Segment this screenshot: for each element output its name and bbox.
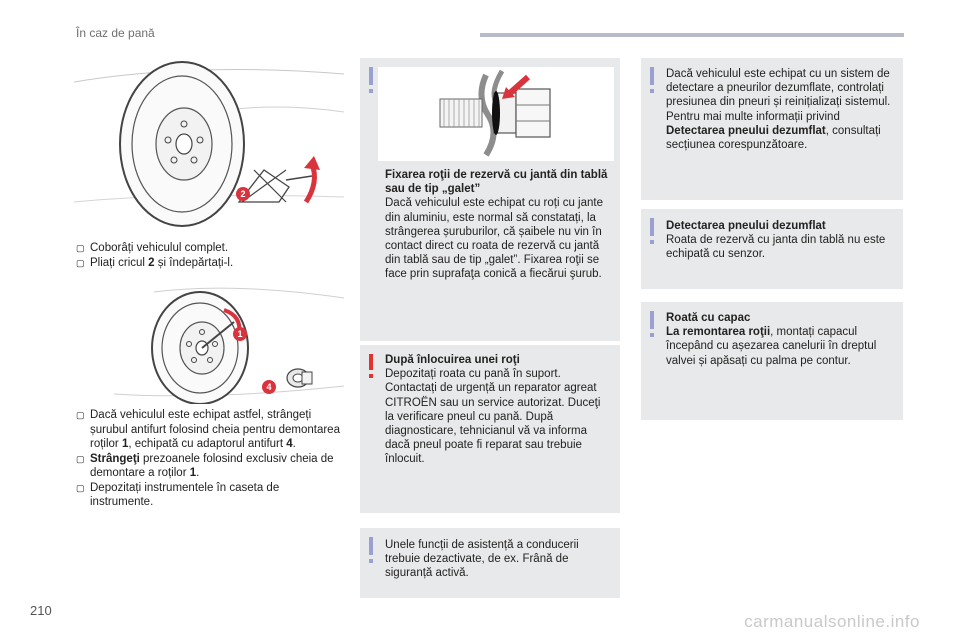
tighten-bolts-instructions: ▢ Dacă vehiculul este echipat astfel, str… <box>76 408 340 510</box>
bullet-icon: ▢ <box>76 482 85 493</box>
detect-system-text-part: Detectarea pneului dezumflat <box>666 124 826 137</box>
driving-assist-info-box: Unele funcții de asistență a conducerii … <box>360 528 620 598</box>
instruction-text: 4 <box>286 438 293 450</box>
after-wheel-change-warning-box: După înlocuirea unei roţi Depozitați roa… <box>360 345 620 513</box>
cap-box-body: La remontarea roţii, montați capacul înc… <box>666 325 893 368</box>
info-marker-icon <box>650 311 654 337</box>
instruction-text: Coborâți vehiculul complet. <box>90 242 229 254</box>
fixing-spare-wheel-box: Fixarea roţii de rezervă cu jantă din ta… <box>360 58 620 341</box>
info-marker-icon <box>650 67 654 93</box>
cap-box-title: Roată cu capac <box>666 312 751 324</box>
detect-system-text-part: Dacă vehiculul este echipat cu un sistem… <box>666 68 891 109</box>
info-marker-icon <box>650 218 654 244</box>
detect-system-text-part: Pentru mai multe informații privind <box>666 110 840 123</box>
instruction-item: ▢ Strângeţi prezoanele folosind exclusiv … <box>76 452 340 481</box>
cap-box-lead: La remontarea roţii <box>666 326 771 339</box>
bolt-washer-illustration <box>378 67 614 161</box>
fixing-box-body: Dacă vehiculul este echipat cu roți cu j… <box>385 197 603 281</box>
page-number: 210 <box>30 603 52 618</box>
wheel-bolts-illustration <box>74 282 344 404</box>
instruction-text: 1 <box>189 467 197 479</box>
after-box-body: Depozitați roata cu pană în suport. Cont… <box>385 368 601 466</box>
instruction-text: , echipată cu adaptorul antifurt <box>128 438 287 450</box>
bullet-icon: ▢ <box>76 453 85 464</box>
deflation-detection-system-box: Dacă vehiculul este echipat cu un sistem… <box>641 58 903 200</box>
deflation-detection-box: Detectarea pneului dezumflat Roata de re… <box>641 209 903 289</box>
detect-system-text-part: , consultați secțiunea corespunzătoare. <box>666 124 881 152</box>
header-divider <box>480 33 904 37</box>
callout-1: 1 <box>233 327 247 341</box>
footer-watermark[interactable]: carmanualsonline.info <box>744 612 920 631</box>
instruction-item: ▢ Pliați cricul 2 și îndepărtați-l. <box>76 256 336 271</box>
instruction-text: Strângeţi <box>90 452 140 465</box>
bullet-icon: ▢ <box>76 257 85 268</box>
instruction-text: Dacă vehiculul este echipat astfel, strâ… <box>90 409 340 450</box>
instruction-text: Pliați cricul <box>90 256 149 269</box>
instruction-text: . <box>292 438 296 450</box>
cap-box-text: , montați capacul începând cu așezarea c… <box>666 326 877 367</box>
wheel-cap-box: Roată cu capac La remontarea roţii, mont… <box>641 302 903 420</box>
detect-box-title: Detectarea pneului dezumflat <box>666 220 826 232</box>
warning-marker-icon <box>369 354 373 378</box>
instruction-text: prezoanele folosind exclusiv cheia de de… <box>90 452 334 480</box>
callout-4: 4 <box>262 380 276 394</box>
instruction-text: Depozitați instrumentele în caseta de in… <box>90 481 280 509</box>
instruction-text: 1 <box>121 438 129 450</box>
instruction-item: ▢ Dacă vehiculul este echipat astfel, str… <box>76 408 340 452</box>
assist-box-body: Unele funcții de asistență a conducerii … <box>385 539 579 580</box>
bullet-icon: ▢ <box>76 243 85 253</box>
fixing-box-title: Fixarea roţii de rezervă cu jantă din ta… <box>385 169 608 196</box>
info-marker-icon <box>369 537 373 563</box>
instruction-item: ▢ Depozitați instrumentele în caseta de i… <box>76 481 340 510</box>
detect-system-text: Dacă vehiculul este echipat cu un sistem… <box>666 67 893 152</box>
page-header-title: În caz de pană <box>76 26 155 40</box>
instruction-text: 2 <box>148 256 155 269</box>
detect-box-body: Roata de rezervă cu janta din tablă nu e… <box>666 234 886 261</box>
lower-vehicle-instructions: ▢ Coborâți vehiculul complet. ▢ Pliați cric… <box>76 241 336 270</box>
instruction-text: . <box>196 467 200 479</box>
after-box-title: După înlocuirea unei roţi <box>385 354 520 366</box>
instruction-text: și îndepărtați-l. <box>154 256 234 269</box>
jack-lowering-illustration <box>74 52 344 230</box>
instruction-item: ▢ Coborâți vehiculul complet. <box>76 241 336 256</box>
callout-2: 2 <box>236 187 250 201</box>
bullet-icon: ▢ <box>76 410 85 420</box>
info-marker-icon <box>369 67 373 93</box>
